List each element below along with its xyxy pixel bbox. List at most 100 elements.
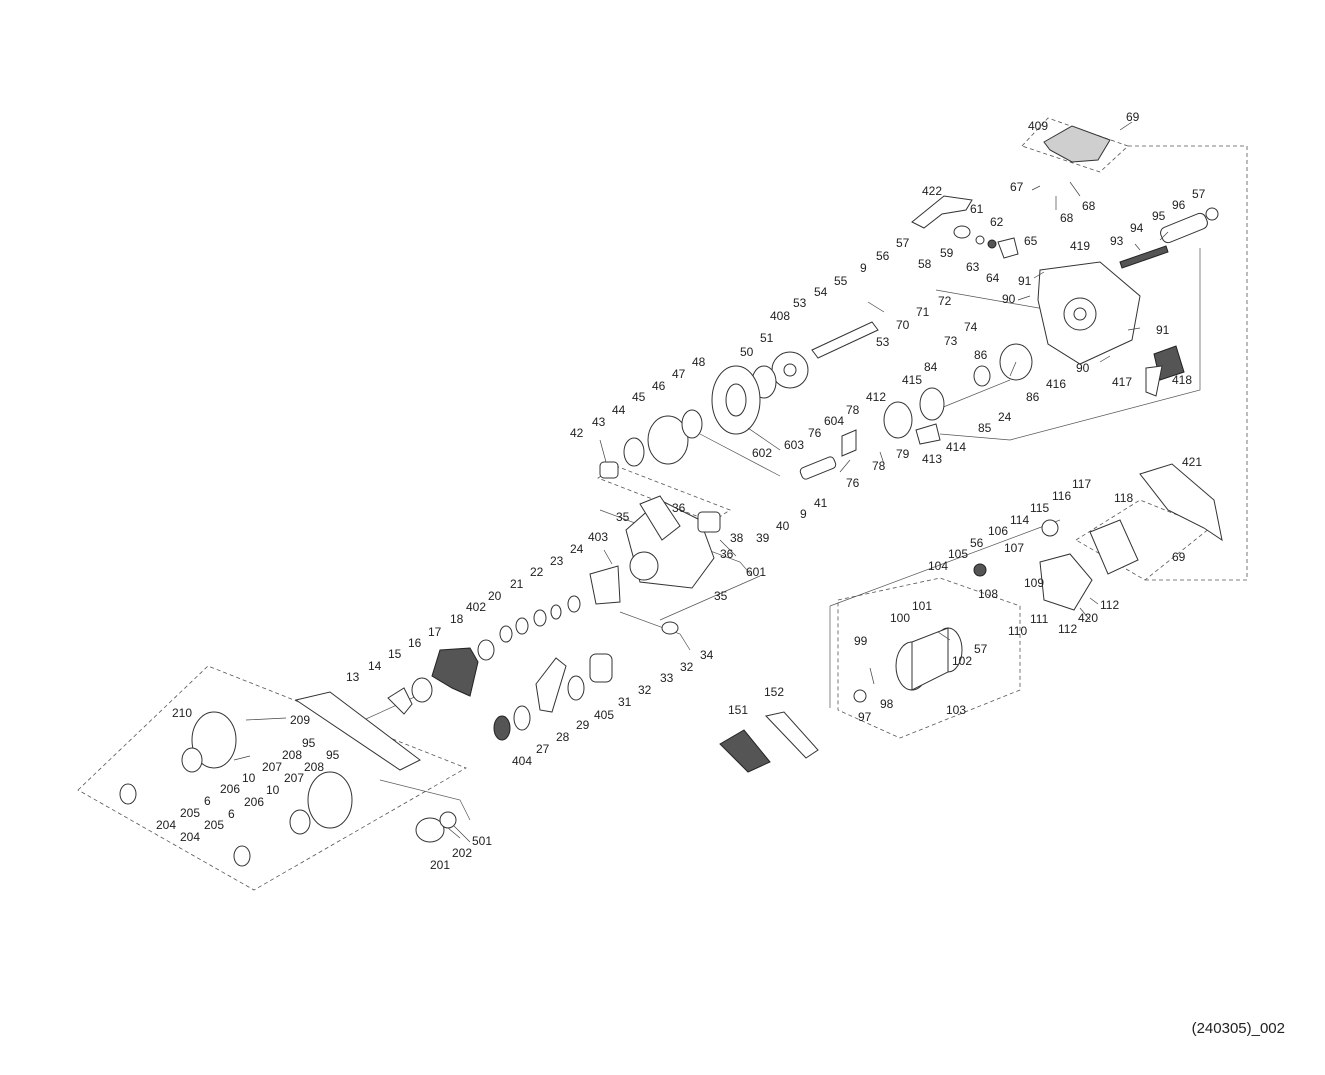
part-404 [493, 715, 511, 741]
label-p63: 63 [966, 260, 980, 274]
part-408 [811, 321, 879, 359]
part-28 [535, 657, 567, 713]
label-p409: 409 [1028, 119, 1048, 133]
part-labels: 409 69 67 68 68 422 57 96 95 94 93 61 62… [156, 110, 1206, 872]
label-p44: 44 [612, 403, 626, 417]
part-18 [477, 639, 495, 661]
label-p415: 415 [902, 373, 922, 387]
part-210-arm [294, 691, 421, 771]
label-p85: 85 [978, 421, 992, 435]
part-23 [550, 604, 562, 620]
part-208a [191, 711, 237, 769]
label-p33: 33 [660, 671, 674, 685]
part-204b [233, 845, 251, 867]
label-p55: 55 [834, 274, 848, 288]
label-p59: 59 [940, 246, 954, 260]
label-p70: 70 [896, 318, 910, 332]
label-p418: 418 [1172, 373, 1192, 387]
label-p112a: 112 [1100, 598, 1119, 612]
label-p117: 117 [1072, 477, 1091, 491]
label-p408: 408 [770, 309, 790, 323]
label-p6a: 6 [204, 794, 211, 808]
part-403 [589, 565, 621, 605]
part-24 [567, 595, 581, 613]
label-p209: 209 [290, 713, 310, 727]
label-p15: 15 [388, 647, 402, 661]
part-417 [1145, 365, 1163, 397]
label-p91b: 91 [1156, 323, 1170, 337]
label-p93: 93 [1110, 234, 1124, 248]
label-p115: 115 [1030, 501, 1049, 515]
part-21 [515, 617, 529, 635]
label-p208a: 208 [282, 748, 302, 762]
part-421 [1139, 463, 1223, 542]
part-207a [181, 747, 203, 773]
label-p50: 50 [740, 345, 754, 359]
part-42 [599, 461, 619, 479]
part-415 [919, 387, 945, 421]
label-p98: 98 [880, 697, 894, 711]
label-p16: 16 [408, 636, 422, 650]
part-14 [411, 677, 433, 703]
part-13 [387, 687, 413, 715]
label-p95a: 95 [1152, 209, 1166, 223]
label-p402: 402 [466, 600, 486, 614]
label-p41: 41 [814, 496, 828, 510]
label-p90a: 90 [1002, 292, 1016, 306]
label-p201: 201 [430, 858, 450, 872]
label-p78b: 78 [872, 459, 886, 473]
label-p417: 417 [1112, 375, 1132, 389]
part-115 [1041, 519, 1059, 537]
part-405 [589, 653, 613, 683]
part-93 [1119, 245, 1169, 269]
label-p61: 61 [970, 202, 984, 216]
part-85 [973, 365, 991, 387]
label-p13: 13 [346, 670, 360, 684]
label-p103: 103 [946, 703, 966, 717]
label-p207a: 207 [262, 760, 282, 774]
label-p18: 18 [450, 612, 464, 626]
label-p35b: 35 [714, 589, 728, 603]
part-64 [987, 239, 997, 249]
label-p97: 97 [858, 710, 872, 724]
label-p57c: 57 [974, 642, 988, 656]
label-p413: 413 [922, 452, 942, 466]
part-204a [119, 783, 137, 805]
label-p35a: 35 [616, 510, 630, 524]
part-208b [307, 771, 353, 829]
label-p95c: 95 [326, 748, 340, 762]
label-p74: 74 [964, 320, 978, 334]
label-p405: 405 [594, 708, 614, 722]
label-p14: 14 [368, 659, 382, 673]
label-p28: 28 [556, 730, 570, 744]
label-p58: 58 [918, 257, 932, 271]
label-p39: 39 [756, 531, 770, 545]
part-207b [289, 809, 311, 835]
label-p38: 38 [730, 531, 744, 545]
label-p27: 27 [536, 742, 550, 756]
label-p23: 23 [550, 554, 564, 568]
label-p108: 108 [978, 587, 998, 601]
part-27 [513, 705, 531, 731]
label-p42: 42 [570, 426, 584, 440]
part-603 [799, 456, 837, 480]
part-95 [1160, 212, 1208, 244]
part-402 [499, 625, 513, 643]
label-p603: 603 [784, 438, 804, 452]
part-420 [1039, 553, 1093, 611]
label-p602: 602 [752, 446, 772, 460]
label-p601: 601 [746, 565, 766, 579]
label-p32b: 32 [638, 683, 652, 697]
label-p604: 604 [824, 414, 844, 428]
label-p36a: 36 [672, 501, 686, 515]
label-p104: 104 [928, 559, 948, 573]
part-409 [1043, 125, 1111, 163]
label-p48: 48 [692, 355, 706, 369]
label-p100: 100 [890, 611, 910, 625]
label-p204a: 204 [156, 818, 176, 832]
part-65 [997, 237, 1019, 259]
label-p205a: 205 [180, 806, 200, 820]
label-p10b: 10 [266, 783, 280, 797]
label-p65: 65 [1024, 234, 1038, 248]
label-p9a: 9 [860, 261, 867, 275]
